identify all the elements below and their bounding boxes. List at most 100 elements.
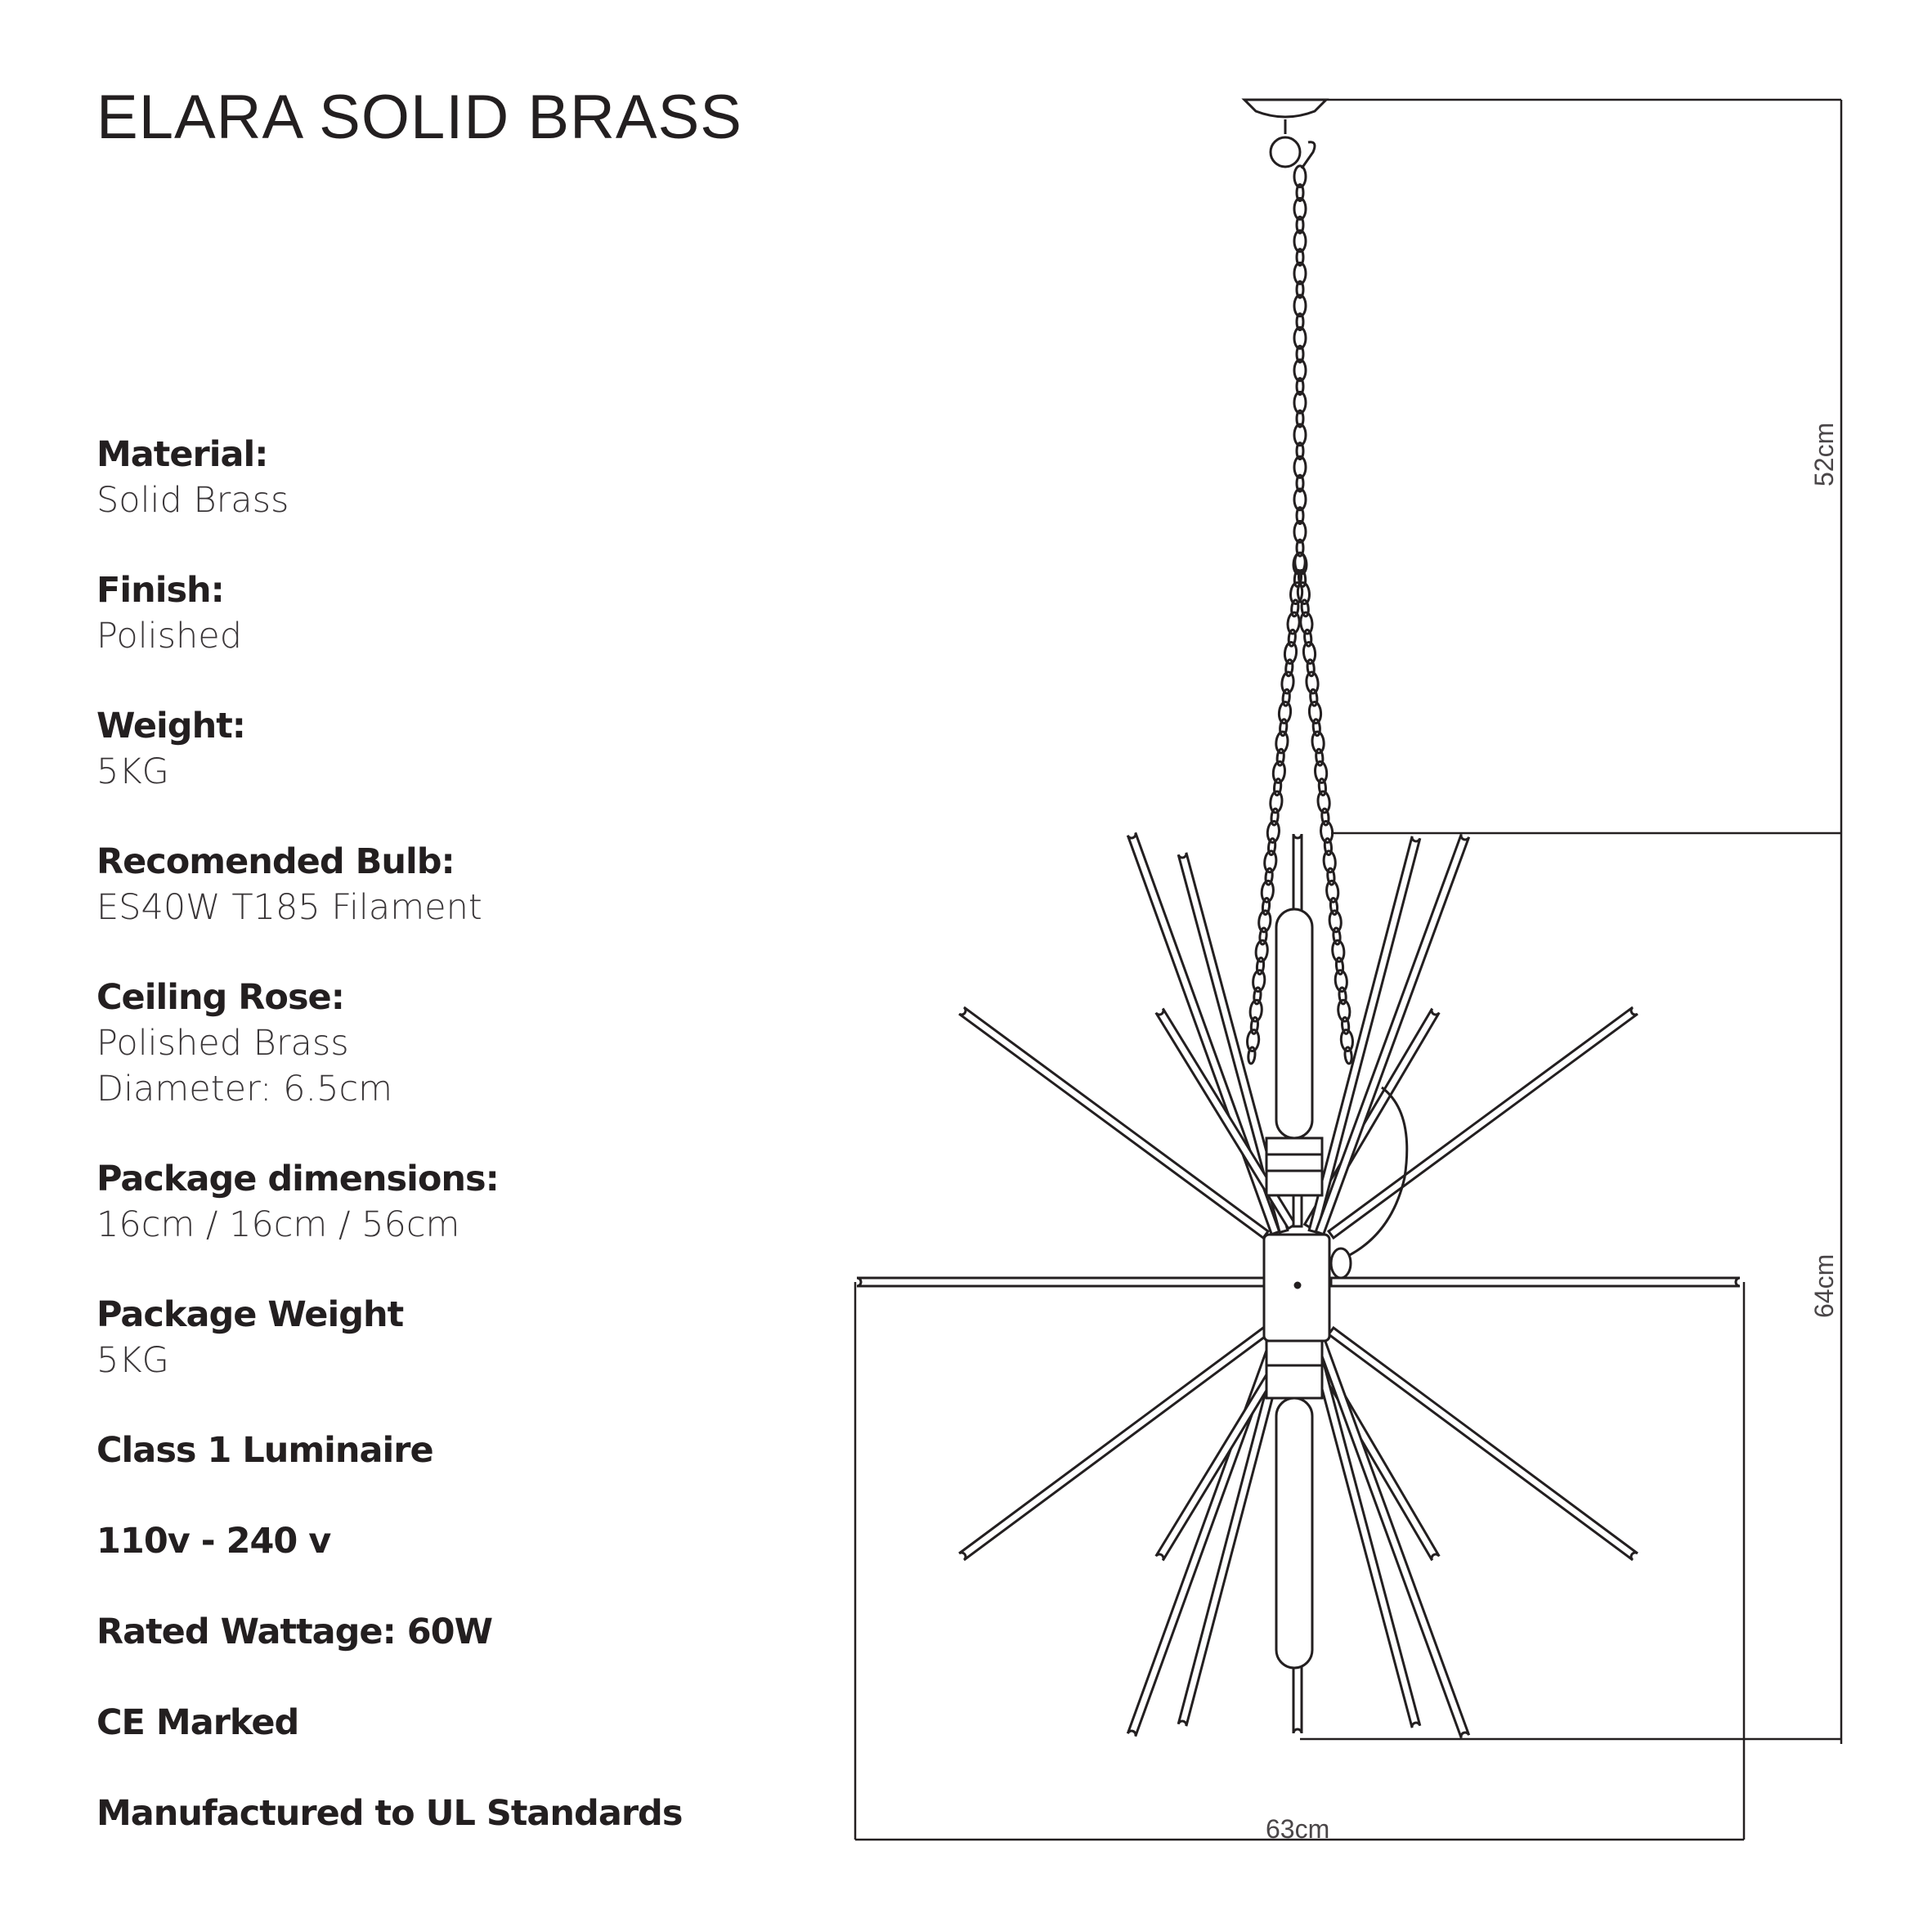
chain-link: [1281, 688, 1291, 707]
chain-link: [1293, 487, 1307, 512]
chain-link: [1343, 1046, 1353, 1065]
rod-lower-2: [1177, 1336, 1289, 1727]
note-rated-wattage: Rated Wattage: 60W: [96, 1611, 493, 1652]
width-dimension-label: 63cm: [1266, 1814, 1329, 1844]
chain-link: [1293, 423, 1307, 447]
rod-lower-5: [1307, 1336, 1422, 1728]
chain-link: [1320, 807, 1330, 827]
chain-link: [1293, 519, 1307, 544]
spec-value: Diameter: 6.5cm: [96, 1069, 393, 1109]
chain-link: [1290, 598, 1300, 618]
rod-shape: [856, 1276, 1266, 1288]
chain-link: [1279, 718, 1289, 737]
chain-link: [1293, 164, 1307, 189]
chain-link: [1334, 957, 1345, 975]
chain-link: [1323, 837, 1333, 857]
chandelier: [856, 98, 1741, 1739]
rod-shape: [1326, 1325, 1638, 1562]
chain-link: [1286, 611, 1301, 635]
chain-link: [1263, 849, 1278, 874]
rod-shape: [1307, 1336, 1422, 1728]
chain-link: [1293, 325, 1307, 350]
chain-link: [1332, 926, 1342, 946]
chain-link: [1314, 760, 1329, 784]
note-ul-standards: Manufactured to UL Standards: [96, 1793, 683, 1834]
chain-link: [1296, 581, 1311, 606]
chain-link: [1295, 506, 1305, 526]
chain-link: [1338, 986, 1347, 1006]
chain-link: [1295, 183, 1305, 203]
chain-link: [1269, 790, 1284, 814]
chain-link: [1260, 879, 1275, 903]
chain-link: [1261, 897, 1271, 916]
rod-horizontal-left: [856, 1276, 1266, 1288]
chain-link: [1311, 730, 1325, 755]
rod-upper-5: [1307, 836, 1422, 1235]
chain-link: [1293, 358, 1307, 383]
chain-link: [1295, 215, 1305, 235]
spec-finish: Finish: Polished: [96, 567, 242, 659]
chain-link: [1258, 926, 1268, 946]
chain-link: [1298, 568, 1307, 588]
rod-diagonal-upper-left: [958, 1006, 1271, 1240]
rod-upper-2: [1177, 852, 1289, 1235]
rod-shape: [1314, 833, 1471, 1236]
rod-diagonal-lower-right: [1326, 1325, 1638, 1562]
chain-link: [1303, 628, 1313, 648]
chain-link: [1305, 670, 1320, 695]
chain-link: [1306, 658, 1316, 678]
chain-link: [1299, 611, 1314, 635]
rod-lower-3: [1154, 1337, 1298, 1562]
chain-link: [1293, 261, 1307, 285]
chain-link: [1295, 442, 1305, 461]
rod-shape: [1126, 1334, 1281, 1737]
chain-link: [1248, 998, 1263, 1023]
note-ce-marked: CE Marked: [96, 1702, 299, 1743]
spec-label: Recomended Bulb:: [96, 841, 455, 882]
drop-dimension-label: 52cm: [1809, 423, 1839, 486]
chain-link: [1328, 909, 1343, 934]
spec-weight: Weight: 5KG: [96, 703, 246, 795]
chain-link: [1295, 473, 1305, 493]
chain-link: [1295, 280, 1305, 299]
chain-link: [1257, 909, 1272, 934]
rod-shape: [1154, 1007, 1298, 1230]
spec-label: Package dimensions:: [96, 1159, 500, 1199]
chain-link: [1302, 641, 1317, 665]
chain-link: [1255, 957, 1266, 975]
spec-value: Polished Brass: [96, 1023, 349, 1064]
chain-link: [1295, 248, 1305, 267]
chain-link: [1283, 641, 1298, 665]
spec-value: 16cm / 16cm / 56cm: [96, 1204, 460, 1245]
rod-upper-3: [1154, 1007, 1298, 1230]
ceiling-hook: [1300, 141, 1316, 169]
rod-upper-1: [1126, 832, 1281, 1236]
spec-value: Solid Brass: [96, 480, 289, 521]
chain-link: [1273, 778, 1283, 797]
chain-link: [1309, 688, 1319, 707]
chain-link: [1267, 837, 1277, 857]
chain-link: [1315, 747, 1325, 767]
rod-shape: [1307, 836, 1422, 1235]
product-title: ELARA SOLID BRASS: [96, 83, 742, 152]
chain-link: [1334, 969, 1348, 993]
chain-link: [1270, 807, 1280, 827]
rod-shape: [1329, 1276, 1741, 1288]
chain-link: [1293, 455, 1307, 479]
chain-link: [1293, 196, 1307, 221]
chain-link: [1295, 538, 1305, 558]
chain-link: [1337, 998, 1352, 1023]
chains: [1246, 164, 1354, 1065]
spec-label: Finish:: [96, 570, 225, 611]
chain-link: [1266, 819, 1280, 844]
rod-diagonal-upper-right: [1326, 1006, 1638, 1240]
rod-upper-6: [1314, 833, 1471, 1236]
chain-link: [1277, 701, 1293, 724]
chain-link: [1295, 344, 1305, 364]
rod-horizontal-right: [1329, 1276, 1741, 1288]
bulb-top: [1275, 908, 1314, 1140]
chain-link: [1287, 628, 1297, 648]
spec-value: 5KG: [96, 751, 169, 792]
ceiling-rose: [1241, 98, 1329, 119]
